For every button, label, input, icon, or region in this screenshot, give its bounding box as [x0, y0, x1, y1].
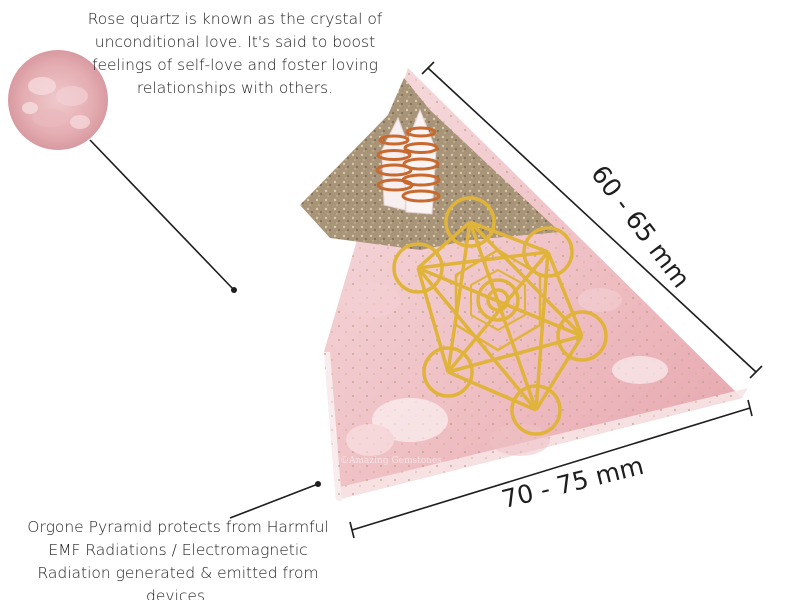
- height-dimension-line: [421, 61, 763, 379]
- rose-quartz-description: Rose quartz is known as the crystal of u…: [87, 10, 383, 97]
- callout-line-top: [89, 139, 235, 291]
- watermark: ©Amazing Gemstones: [340, 456, 442, 466]
- callout-line-bottom: [229, 483, 319, 519]
- metatrons-cube: [392, 196, 608, 436]
- copper-coil: [375, 126, 441, 203]
- orgone-description: Orgone Pyramid protects from Harmful EMF…: [27, 518, 329, 600]
- width-dimension-line: [349, 399, 753, 539]
- rose-quartz-closeup: [8, 50, 108, 150]
- quartz-chips: [340, 282, 668, 456]
